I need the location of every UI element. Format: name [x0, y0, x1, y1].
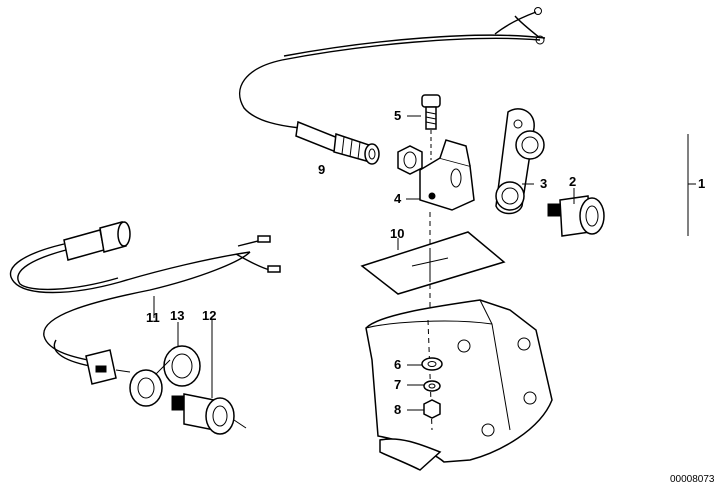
nut	[397, 145, 423, 175]
reference-number: 00008073	[670, 474, 715, 485]
callout-4: 4	[394, 191, 402, 206]
socket-cap	[495, 108, 545, 215]
callout-2: 2	[569, 174, 576, 189]
bolt	[421, 94, 441, 160]
callouts: 1 2 3 4 5 6 7 8 9 10 11 12 13 00008073	[146, 108, 715, 485]
gasket-plate	[360, 212, 506, 318]
lower-housing	[365, 299, 553, 471]
callout-6: 6	[394, 357, 401, 372]
plug-connector	[295, 120, 380, 165]
lower-cable	[9, 235, 281, 367]
callout-12: 12	[202, 308, 216, 323]
terminal-block	[85, 349, 131, 385]
callout-1: 1	[698, 176, 705, 191]
callout-7: 7	[394, 377, 401, 392]
callout-9: 9	[318, 162, 325, 177]
upper-cable	[239, 7, 546, 129]
lower-lighter	[171, 393, 247, 435]
bracket	[419, 139, 475, 211]
washers-and-nut	[421, 357, 443, 419]
leader-lines	[153, 115, 696, 411]
callout-8: 8	[394, 402, 401, 417]
callout-13: 13	[170, 308, 184, 323]
lower-plug	[63, 221, 131, 261]
lighter-insert	[547, 195, 605, 237]
callout-11: 11	[146, 310, 160, 325]
callout-5: 5	[394, 108, 401, 123]
callout-10: 10	[390, 226, 404, 241]
callout-3: 3	[540, 176, 547, 191]
lower-socket-cap	[129, 345, 201, 407]
